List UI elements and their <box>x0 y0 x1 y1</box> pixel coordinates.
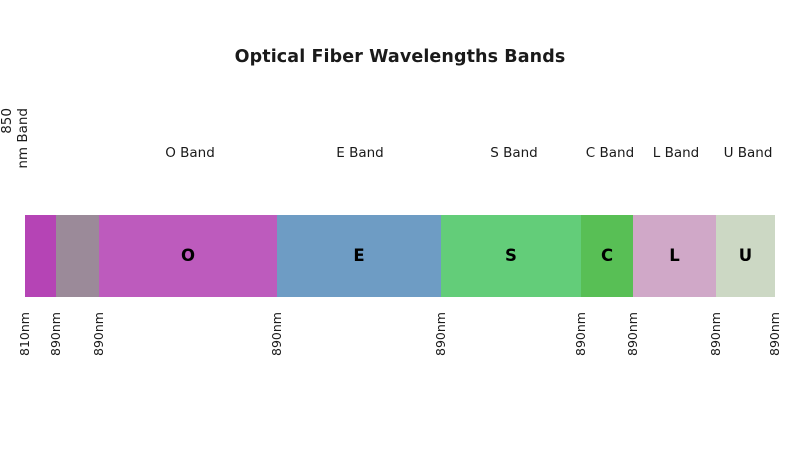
band-segment-c[interactable]: C <box>581 215 633 297</box>
band-label-c: C Band <box>585 145 635 161</box>
band-segment-u[interactable]: U <box>716 215 775 297</box>
band-letter-c: C <box>600 245 614 265</box>
band-letter-s: S <box>505 245 517 265</box>
band-label-850nm: 850 nm Band <box>0 108 32 200</box>
band-label-e: E Band <box>336 145 384 161</box>
chart-title: Optical Fiber Wavelengths Bands <box>234 47 566 67</box>
band-segment-850[interactable] <box>25 215 56 297</box>
x-tick-label-4: 890nm <box>433 312 448 356</box>
band-segment-o[interactable]: O <box>99 215 277 297</box>
band-letter-o: O <box>180 245 196 265</box>
band-label-850nm-line1: 850 <box>0 108 15 134</box>
x-tick-label-0: 810nm <box>17 312 32 356</box>
x-tick-label-7: 890nm <box>708 312 723 356</box>
band-letter-l: L <box>669 245 680 265</box>
band-letter-u: U <box>738 245 753 265</box>
x-tick-label-5: 890nm <box>573 312 588 356</box>
band-segment-e[interactable]: E <box>277 215 441 297</box>
x-tick-label-6: 890nm <box>625 312 640 356</box>
band-letter-e: E <box>353 245 365 265</box>
band-label-s: S Band <box>490 145 538 161</box>
band-label-l: L Band <box>652 145 700 161</box>
band-label-850nm-line2: nm Band <box>14 108 31 169</box>
band-label-u: U Band <box>723 145 773 161</box>
band-label-o: O Band <box>165 145 215 161</box>
x-tick-label-1: 890nm <box>48 312 63 356</box>
x-tick-label-3: 890nm <box>269 312 284 356</box>
x-tick-label-2: 890nm <box>91 312 106 356</box>
band-segment-l[interactable]: L <box>633 215 716 297</box>
band-segment-gap[interactable] <box>56 215 99 297</box>
x-tick-label-8: 890nm <box>767 312 782 356</box>
band-segment-s[interactable]: S <box>441 215 581 297</box>
